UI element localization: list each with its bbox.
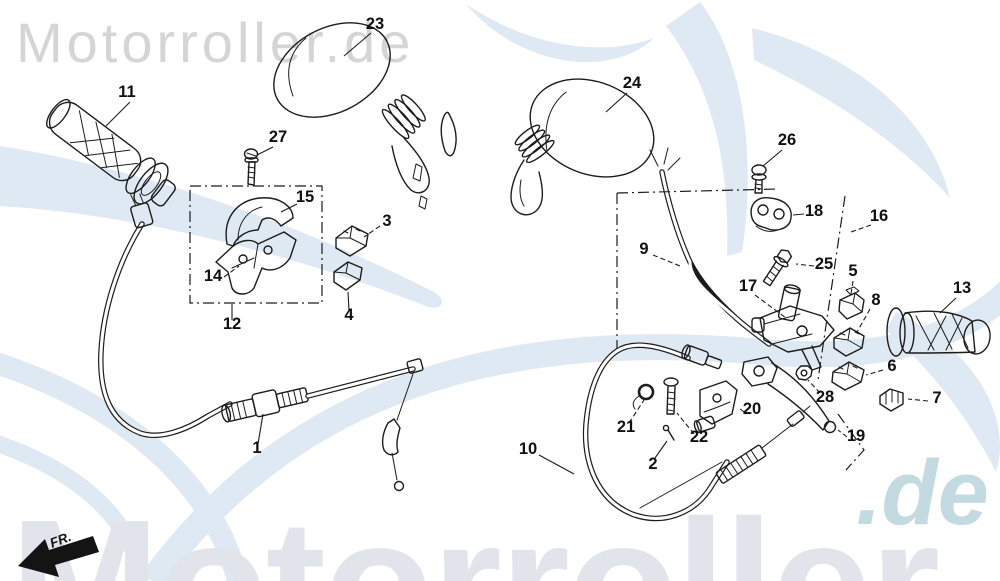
callout-23: 23 xyxy=(366,15,384,33)
swoosh-top-center xyxy=(466,4,654,63)
callout-14: 14 xyxy=(204,267,223,285)
part-4-connector xyxy=(333,261,363,291)
swoosh-bottom-right xyxy=(886,312,1000,472)
callout-27: 27 xyxy=(269,128,287,146)
part-5-switch xyxy=(838,286,865,320)
part-27-screw xyxy=(243,148,259,186)
part-20-guide-bracket xyxy=(693,380,738,434)
callout-labels: 1 2 3 4 5 6 7 8 9 10 11 12 13 14 15 16 1… xyxy=(118,15,971,473)
callout-17: 17 xyxy=(739,277,757,295)
swoosh-left-arc-2 xyxy=(0,435,151,581)
callout-8: 8 xyxy=(871,291,880,309)
part-26-screw xyxy=(751,164,767,194)
part-21-ring xyxy=(632,383,655,410)
callout-18: 18 xyxy=(805,202,823,220)
part-19-brake-lever xyxy=(741,356,837,434)
callout-12: 12 xyxy=(223,315,241,333)
callout-3: 3 xyxy=(382,212,391,230)
callout-16: 16 xyxy=(870,207,888,225)
swoosh-top-fin xyxy=(666,2,748,256)
part-11-left-grip xyxy=(46,98,176,207)
part-28-nut xyxy=(795,365,813,381)
callout-11: 11 xyxy=(118,83,135,101)
callout-22: 22 xyxy=(690,428,708,446)
part-22-screw xyxy=(663,377,679,415)
part-2-screw xyxy=(662,424,675,441)
part-13-right-grip xyxy=(886,307,991,357)
callout-28: 28 xyxy=(816,388,834,406)
assembly-boundary-16 xyxy=(616,188,865,471)
fr-direction-arrow: FR. xyxy=(18,529,99,577)
watermark-giant-text: Motorroller xyxy=(10,483,938,581)
callout-9: 9 xyxy=(639,240,648,258)
swoosh-left-arc-1 xyxy=(0,352,249,581)
leader-lines xyxy=(105,32,957,475)
callout-26: 26 xyxy=(778,131,796,149)
part-3-connector xyxy=(335,225,369,257)
part-18-clamp xyxy=(750,197,792,232)
swoosh-left-band xyxy=(0,146,442,308)
part-6-connector xyxy=(831,361,865,391)
part-14-lower-housing xyxy=(215,231,297,295)
part-15-upper-housing xyxy=(225,197,294,247)
part-10-cable xyxy=(582,342,811,522)
callout-25: 25 xyxy=(815,255,833,273)
fr-label: FR. xyxy=(48,529,74,551)
callout-15: 15 xyxy=(296,188,314,206)
callout-2: 2 xyxy=(648,455,657,473)
callout-4: 4 xyxy=(344,306,354,324)
group-box-12 xyxy=(189,185,323,304)
part-7-clip xyxy=(879,388,904,412)
callout-1: 1 xyxy=(252,439,261,457)
fr-arrow-icon xyxy=(18,536,99,577)
part-1-cable xyxy=(98,193,424,492)
watermark-giant-suffix: .de xyxy=(856,442,989,544)
callout-6: 6 xyxy=(887,357,896,375)
watermark-header-text: Motorroller.de xyxy=(16,11,414,74)
part-23-left-mirror xyxy=(273,22,457,210)
callout-21: 21 xyxy=(617,418,635,436)
part-25-bolt xyxy=(762,249,793,287)
callout-20: 20 xyxy=(743,400,761,418)
part-17-lever-bracket xyxy=(751,284,835,371)
callout-13: 13 xyxy=(953,279,971,297)
callout-7: 7 xyxy=(932,389,941,407)
callout-5: 5 xyxy=(848,262,857,280)
callout-19: 19 xyxy=(847,427,865,445)
callout-10: 10 xyxy=(519,440,537,458)
parts-line-art xyxy=(46,22,991,522)
swoosh-top-right-crescent xyxy=(752,28,950,198)
callout-24: 24 xyxy=(623,74,642,92)
part-9-cable xyxy=(649,147,772,347)
part-8-switch xyxy=(833,327,865,357)
